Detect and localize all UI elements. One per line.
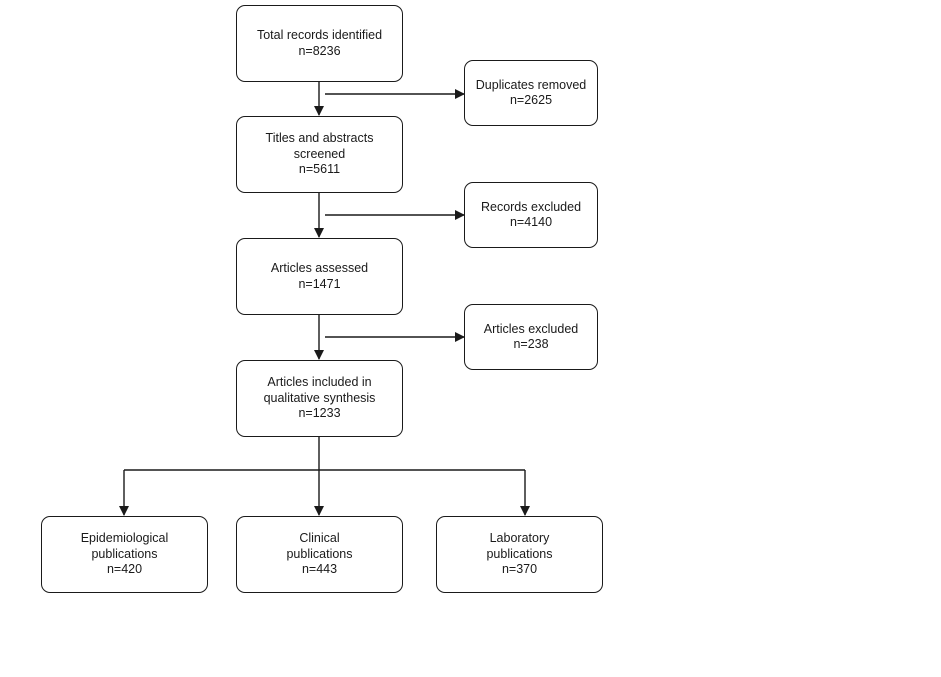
box-titles-screened-label-2: screened (293, 146, 346, 161)
box-titles-screened: Titles and abstracts screened n=5611 (236, 116, 403, 193)
box-epidemiological-count: n=420 (106, 562, 143, 577)
box-articles-assessed-label: Articles assessed (270, 261, 369, 275)
box-clinical-count: n=443 (301, 562, 338, 577)
box-records-excluded-count: n=4140 (509, 215, 553, 229)
box-duplicates-removed: Duplicates removed n=2625 (464, 60, 598, 126)
box-clinical-publications: Clinical publications n=443 (236, 516, 403, 593)
box-records-excluded: Records excluded n=4140 (464, 182, 598, 248)
box-articles-excluded-count: n=238 (513, 337, 549, 351)
box-total-records: Total records identified n=8236 (236, 5, 403, 82)
box-articles-included-count: n=1233 (298, 406, 341, 421)
box-laboratory-label-2: publications (486, 546, 553, 561)
box-articles-included-label-1: Articles included in (267, 375, 372, 390)
box-epidemiological-label-1: Epidemiological (80, 531, 169, 546)
box-articles-included-label-2: qualitative synthesis (263, 390, 376, 405)
box-epidemiological-label-2: publications (91, 546, 158, 561)
box-articles-excluded: Articles excluded n=238 (464, 304, 598, 370)
box-titles-screened-label-1: Titles and abstracts (265, 131, 374, 146)
box-clinical-label-2: publications (286, 546, 353, 561)
box-laboratory-publications: Laboratory publications n=370 (436, 516, 603, 593)
box-total-records-label: Total records identified (256, 28, 383, 42)
box-articles-assessed: Articles assessed n=1471 (236, 238, 403, 315)
box-titles-screened-count: n=5611 (298, 162, 341, 177)
box-duplicates-removed-count: n=2625 (509, 93, 553, 107)
box-epidemiological-publications: Epidemiological publications n=420 (41, 516, 208, 593)
box-laboratory-label-1: Laboratory (489, 531, 550, 546)
box-articles-excluded-label: Articles excluded (483, 321, 579, 336)
box-laboratory-count: n=370 (501, 562, 538, 577)
box-articles-assessed-count: n=1471 (298, 276, 341, 291)
box-total-records-count: n=8236 (298, 43, 341, 58)
box-duplicates-removed-label: Duplicates removed (475, 77, 587, 92)
box-clinical-label-1: Clinical (299, 531, 340, 546)
box-articles-included: Articles included in qualitative synthes… (236, 360, 403, 437)
box-records-excluded-label: Records excluded (480, 199, 582, 214)
